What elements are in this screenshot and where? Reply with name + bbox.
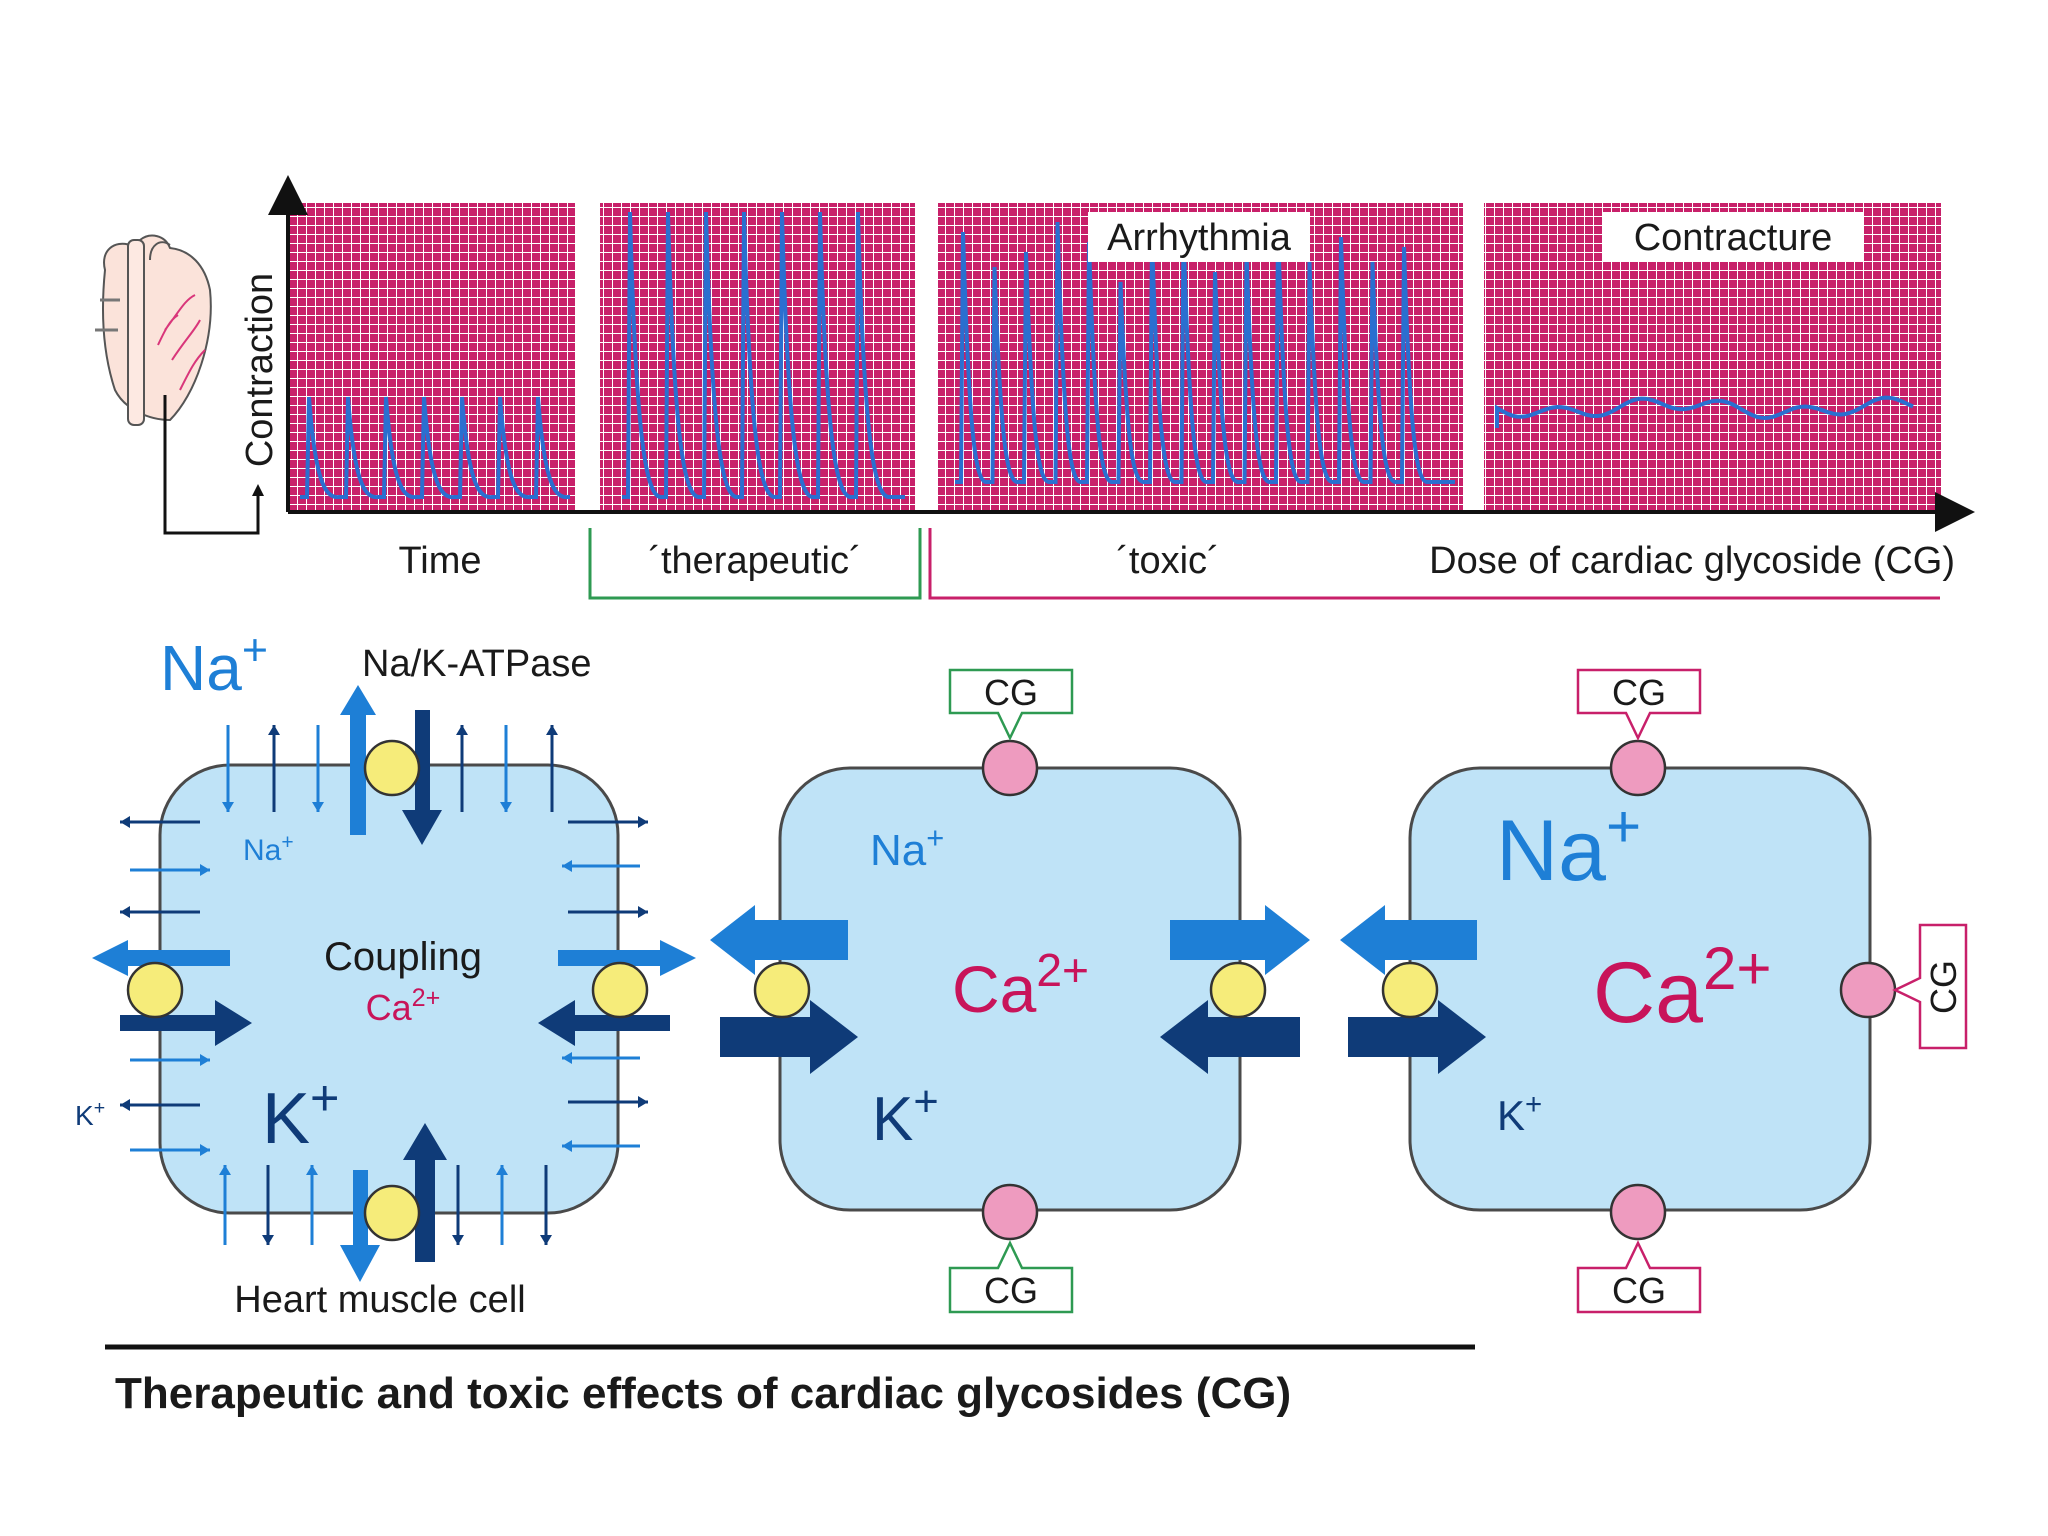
- pump-right: [538, 940, 696, 1046]
- pump-bottom: [340, 1123, 447, 1282]
- ca-label: Ca2+: [952, 944, 1089, 1026]
- label-contracture: Contracture: [1634, 217, 1833, 259]
- heart-connector: [163, 395, 260, 535]
- ion-arrowhead: [120, 1099, 130, 1111]
- ion-arrowhead: [268, 725, 280, 735]
- cell-control: Na+ Na/K-ATPase Na+ Coupling Ca2+ K+ K+ …: [75, 625, 696, 1321]
- ion-arrowhead: [452, 1235, 464, 1245]
- cg-site-bottom: [981, 1183, 1039, 1241]
- contraction-chart: Arrhythmia Contracture Contraction Time …: [95, 175, 1975, 600]
- ion-arrowhead: [638, 816, 648, 828]
- ca-label: Ca2+: [1593, 935, 1772, 1042]
- ion-arrowhead: [496, 1165, 508, 1175]
- x-label-dose: Dose of cardiac glycoside (CG): [1429, 540, 1955, 582]
- range-toxic: ´toxic´: [1116, 540, 1219, 582]
- ion-arrowhead: [500, 802, 512, 812]
- cg-site-top: [981, 739, 1039, 797]
- ion-arrowhead: [562, 860, 572, 872]
- pump-circle-left: [753, 961, 811, 1019]
- cell-label: Heart muscle cell: [234, 1279, 525, 1321]
- pump-circle-right: [591, 961, 649, 1019]
- ion-arrowhead: [456, 725, 468, 735]
- k-inside: K+: [262, 1069, 339, 1160]
- heart-icon: [95, 234, 212, 426]
- bracket-therapeutic: [588, 528, 922, 600]
- k-outside: K+: [75, 1097, 105, 1131]
- x-label-time: Time: [398, 540, 481, 582]
- cg-label-right: CG: [1923, 960, 1964, 1014]
- pump-left: [92, 940, 252, 1046]
- pump-top: [340, 685, 442, 845]
- cell-toxic: CG CG CG Na+ Ca2+ K+: [1340, 668, 1968, 1314]
- ion-arrowhead: [200, 1054, 210, 1066]
- cg-label-top: CG: [984, 672, 1038, 713]
- trace-line: [300, 396, 570, 500]
- na-outside: Na+: [160, 625, 268, 704]
- cell-therapeutic: CG CG Na+ Ca2+ K+: [710, 668, 1310, 1314]
- ion-arrowhead: [546, 725, 558, 735]
- ion-arrowhead: [540, 1235, 552, 1245]
- na-label: Na+: [870, 820, 944, 876]
- ion-arrowhead: [120, 816, 130, 828]
- ion-arrowhead: [120, 906, 130, 918]
- trace-line: [955, 221, 1455, 484]
- cg-site-bottom: [1609, 1183, 1667, 1241]
- trace-line: [622, 211, 905, 499]
- na-label: Na+: [1496, 793, 1641, 900]
- ion-arrowhead: [306, 1165, 318, 1175]
- pump-circle-left: [1381, 961, 1439, 1019]
- coupling-label: Coupling: [324, 935, 482, 979]
- cg-site-top: [1609, 739, 1667, 797]
- ion-arrowhead: [200, 864, 210, 876]
- traces: [300, 211, 1914, 500]
- ion-arrowhead: [219, 1165, 231, 1175]
- cg-label-bottom: CG: [984, 1270, 1038, 1311]
- pump-circle-bottom: [363, 1184, 421, 1242]
- pump-circle-left: [126, 961, 184, 1019]
- k-label: K+: [872, 1078, 939, 1154]
- ca-label: Ca2+: [366, 984, 441, 1028]
- bracket-toxic: [928, 528, 1940, 600]
- small-ion-arrows: [120, 725, 648, 1245]
- ion-arrowhead: [222, 802, 234, 812]
- trace-contracture: [1495, 395, 1914, 428]
- range-therapeutic: ´therapeutic´: [648, 540, 861, 582]
- pump-label: Na/K-ATPase: [362, 643, 591, 685]
- pump-circle-top: [363, 739, 421, 797]
- y-axis-label: Contraction: [239, 273, 281, 467]
- ion-arrowhead: [562, 1140, 572, 1152]
- cg-label-top: CG: [1612, 672, 1666, 713]
- k-label: K+: [1497, 1088, 1542, 1140]
- na-inside: Na+: [243, 831, 294, 868]
- figure-caption: Therapeutic and toxic effects of cardiac…: [115, 1369, 1291, 1418]
- ion-arrowhead: [312, 802, 324, 812]
- ion-arrowhead: [638, 1096, 648, 1108]
- cg-label-bottom: CG: [1612, 1270, 1666, 1311]
- pump-circle-right: [1209, 961, 1267, 1019]
- label-arrhythmia: Arrhythmia: [1107, 217, 1292, 259]
- ion-arrowhead: [562, 1052, 572, 1064]
- ion-arrowhead: [638, 906, 648, 918]
- ion-arrowhead: [200, 1144, 210, 1156]
- ion-arrowhead: [262, 1235, 274, 1245]
- cg-site-right: [1839, 961, 1897, 1019]
